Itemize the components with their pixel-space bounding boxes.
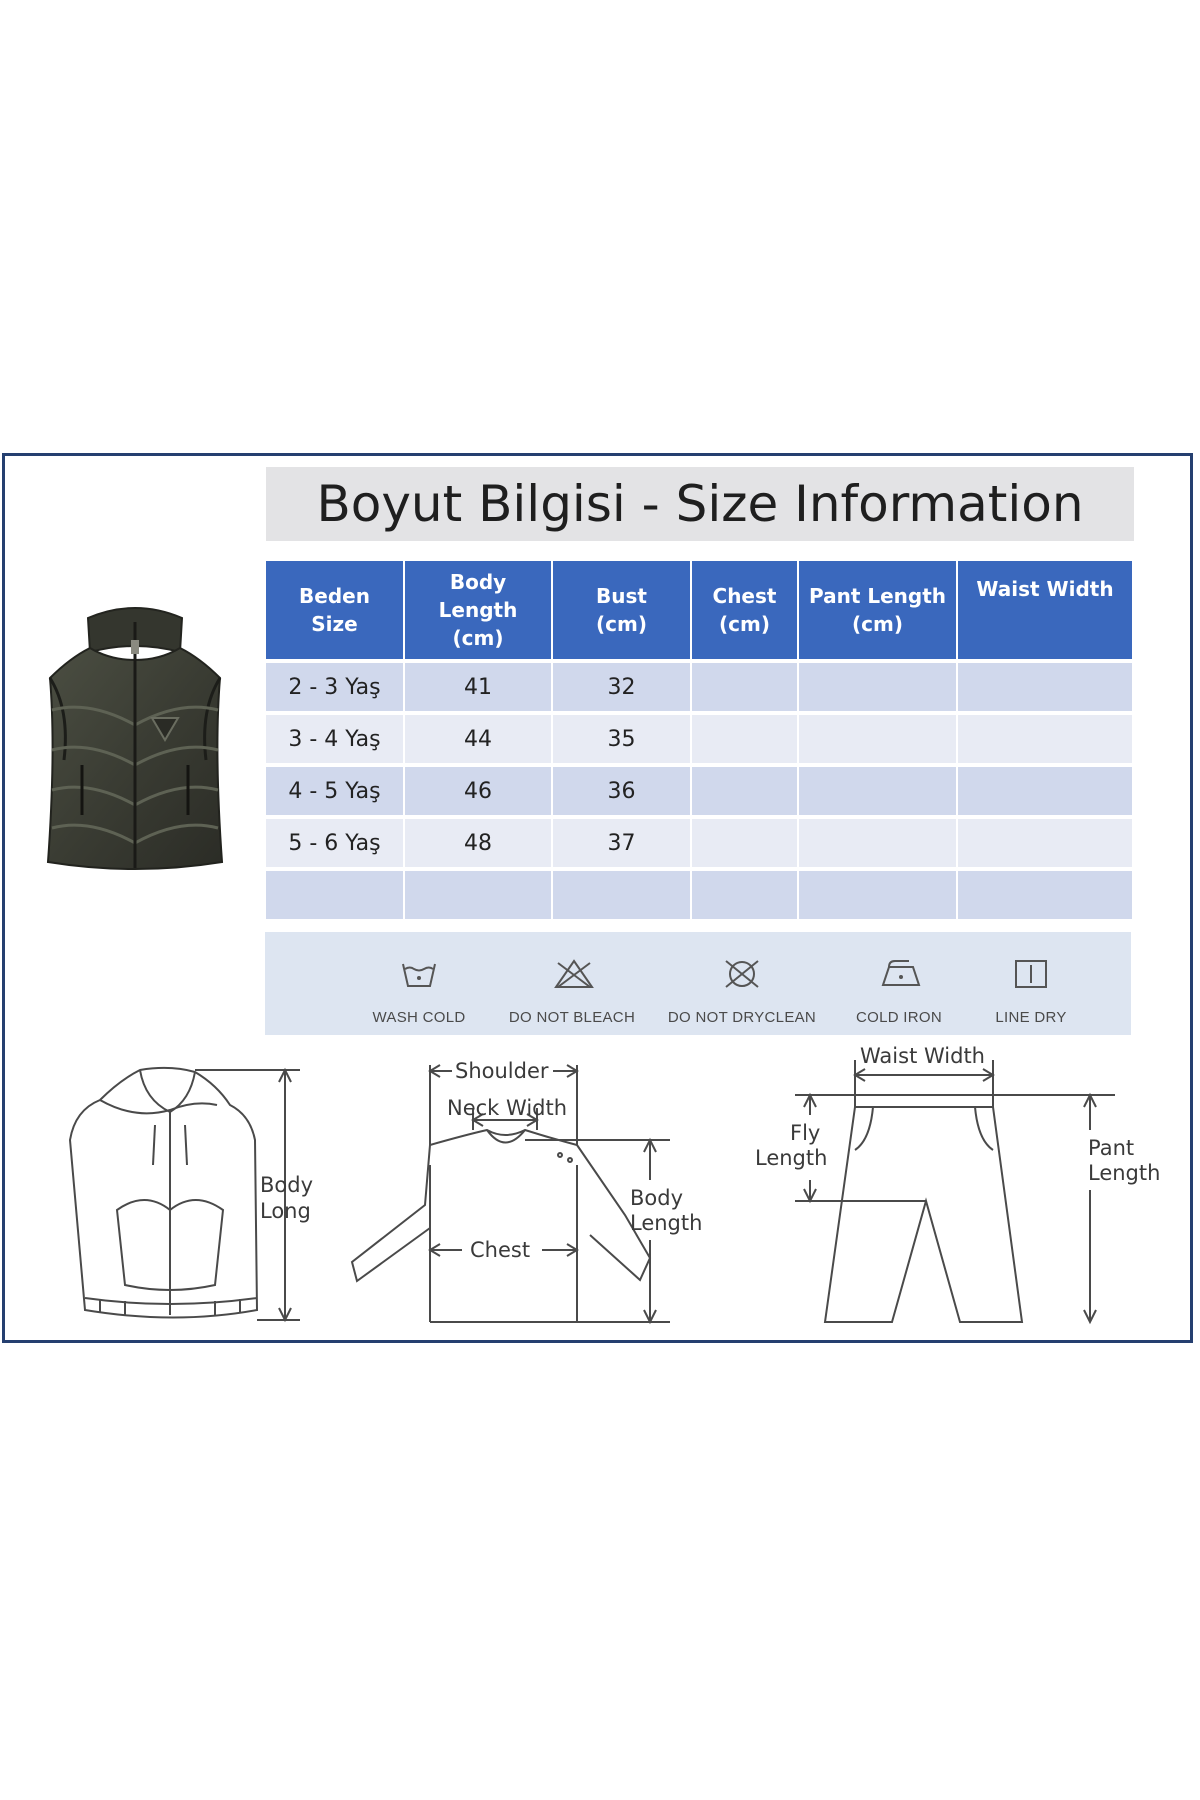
header-chest: Chest (cm) bbox=[692, 561, 797, 659]
table-cell bbox=[692, 871, 797, 919]
care-cold-iron: COLD IRON bbox=[819, 932, 979, 1035]
table-cell: 3 - 4 Yaş bbox=[266, 715, 403, 763]
vest-photo bbox=[46, 607, 224, 870]
header-chest-line2: (cm) bbox=[719, 612, 770, 636]
table-cell bbox=[692, 663, 797, 711]
table-cell bbox=[692, 767, 797, 815]
header-waist-width-line1: Waist Width bbox=[976, 577, 1114, 601]
care-do-not-bleach-label: DO NOT BLEACH bbox=[508, 1009, 636, 1026]
label-shoulder: Shoulder bbox=[455, 1059, 549, 1083]
table-cell bbox=[266, 871, 403, 919]
table-cell bbox=[958, 663, 1132, 711]
header-size-line1: Beden bbox=[299, 584, 370, 608]
measurement-diagrams: Body Long Shoulder Neck Width Chest Body… bbox=[68, 1044, 1160, 1325]
care-do-not-dryclean: DO NOT DRYCLEAN bbox=[662, 932, 822, 1035]
page-title: Boyut Bilgisi - Size Information bbox=[316, 475, 1084, 533]
wash-cold-icon bbox=[402, 963, 436, 987]
pants-sketch bbox=[823, 1094, 1024, 1323]
table-cell: 46 bbox=[405, 767, 551, 815]
care-wash-cold-label: WASH COLD bbox=[372, 1009, 466, 1026]
table-cell bbox=[799, 871, 956, 919]
label-fly-length-2: Length bbox=[755, 1146, 827, 1170]
label-pant-length-1: Pant bbox=[1088, 1136, 1134, 1160]
table-cell: 35 bbox=[553, 715, 690, 763]
table-row: 3 - 4 Yaş 44 35 bbox=[266, 715, 1132, 763]
table-cell: 44 bbox=[405, 715, 551, 763]
care-do-not-dryclean-label: DO NOT DRYCLEAN bbox=[667, 1009, 817, 1026]
table-cell bbox=[799, 663, 956, 711]
table-cell: 2 - 3 Yaş bbox=[266, 663, 403, 711]
header-body-length-line2: (cm) bbox=[452, 626, 504, 650]
header-bust-line2: (cm) bbox=[596, 612, 647, 636]
table-cell bbox=[405, 871, 551, 919]
header-chest-line1: Chest bbox=[712, 584, 777, 608]
table-row: 5 - 6 Yaş 48 37 bbox=[266, 819, 1132, 867]
label-chest: Chest bbox=[470, 1238, 530, 1262]
label-fly-length-1: Fly bbox=[790, 1121, 820, 1145]
vest-sketch bbox=[68, 1066, 259, 1319]
table-cell: 32 bbox=[553, 663, 690, 711]
table-row: 4 - 5 Yaş 46 36 bbox=[266, 767, 1132, 815]
header-size: Beden Size bbox=[266, 561, 403, 659]
table-cell bbox=[958, 819, 1132, 867]
care-instructions: WASH COLD DO NOT BLEACH DO NOT DRYCLEAN bbox=[265, 932, 1131, 1035]
care-wash-cold: WASH COLD bbox=[339, 932, 499, 1035]
table-cell bbox=[799, 715, 956, 763]
table-cell bbox=[799, 767, 956, 815]
table-cell bbox=[692, 819, 797, 867]
title-bar: Boyut Bilgisi - Size Information bbox=[266, 467, 1134, 541]
do-not-dryclean-icon bbox=[725, 960, 759, 988]
table-cell: 41 bbox=[405, 663, 551, 711]
care-do-not-bleach: DO NOT BLEACH bbox=[492, 932, 652, 1035]
header-bust: Bust (cm) bbox=[553, 561, 690, 659]
sweater-sketch bbox=[350, 1128, 652, 1323]
line-dry-icon bbox=[1015, 960, 1047, 988]
header-bust-line1: Bust bbox=[596, 584, 647, 608]
header-body-length-line1: Body Length bbox=[438, 570, 518, 622]
table-cell: 4 - 5 Yaş bbox=[266, 767, 403, 815]
table-cell bbox=[958, 871, 1132, 919]
care-cold-iron-label: COLD IRON bbox=[855, 1009, 943, 1026]
table-cell: 5 - 6 Yaş bbox=[266, 819, 403, 867]
header-pant-length: Pant Length (cm) bbox=[799, 561, 956, 659]
label-body-length-2: Length bbox=[630, 1211, 702, 1235]
label-pant-length-2: Length bbox=[1088, 1161, 1160, 1185]
label-body-long-1: Body bbox=[260, 1173, 313, 1197]
table-cell bbox=[958, 715, 1132, 763]
table-header-row: Beden Size Body Length (cm) Bust (cm) Ch… bbox=[266, 561, 1132, 659]
table-cell bbox=[958, 767, 1132, 815]
table-cell bbox=[799, 819, 956, 867]
table-cell: 48 bbox=[405, 819, 551, 867]
table-cell: 37 bbox=[553, 819, 690, 867]
label-body-long-2: Long bbox=[260, 1199, 311, 1223]
table-row bbox=[266, 871, 1132, 919]
label-neck-width: Neck Width bbox=[447, 1096, 567, 1120]
header-pant-length-line2: (cm) bbox=[852, 612, 903, 636]
header-pant-length-line1: Pant Length bbox=[808, 584, 947, 608]
table-cell bbox=[692, 715, 797, 763]
care-line-dry: LINE DRY bbox=[951, 932, 1111, 1035]
do-not-bleach-icon bbox=[554, 959, 594, 988]
header-body-length: Body Length (cm) bbox=[405, 561, 551, 659]
label-waist-width: Waist Width bbox=[860, 1044, 985, 1068]
size-table: Beden Size Body Length (cm) Bust (cm) Ch… bbox=[264, 557, 1134, 923]
label-body-length-1: Body bbox=[630, 1186, 683, 1210]
header-waist-width: Waist Width bbox=[958, 561, 1132, 659]
care-line-dry-label: LINE DRY bbox=[995, 1009, 1067, 1026]
header-size-line2: Size bbox=[311, 612, 358, 636]
table-row: 2 - 3 Yaş 41 32 bbox=[266, 663, 1132, 711]
table-cell: 36 bbox=[553, 767, 690, 815]
cold-iron-icon bbox=[881, 960, 921, 986]
table-cell bbox=[553, 871, 690, 919]
